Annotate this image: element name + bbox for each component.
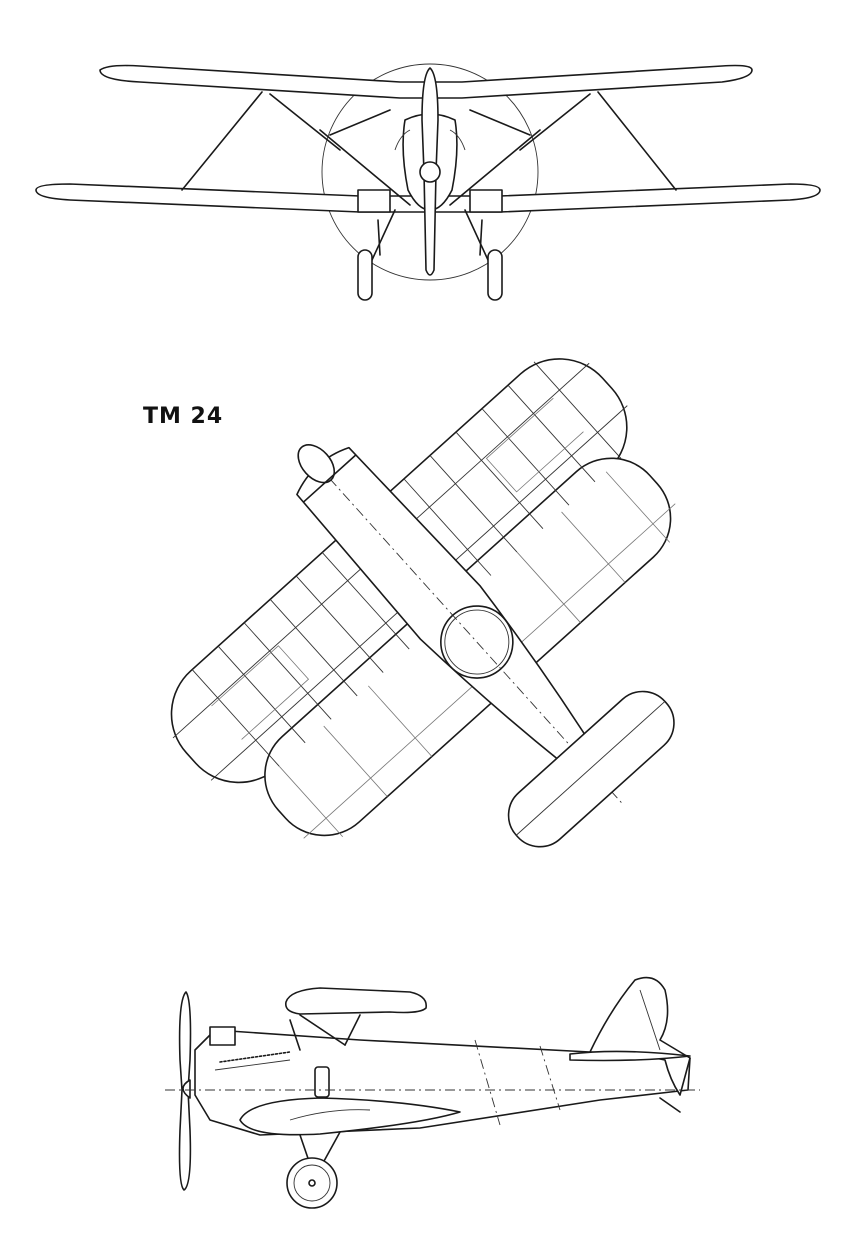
aircraft-designation-label: TM 24 xyxy=(143,404,224,429)
left-radiator xyxy=(357,189,391,213)
spinner-top xyxy=(297,444,336,484)
spinner-front xyxy=(419,161,441,183)
propeller-disc xyxy=(321,63,539,281)
spinner-side xyxy=(182,1079,191,1099)
upper-wing-side xyxy=(284,987,427,1015)
left-wheel-front xyxy=(357,249,373,301)
tailplane-side xyxy=(569,1050,691,1062)
propeller-top xyxy=(302,454,357,503)
right-interplane-strut xyxy=(597,91,677,191)
lower-wing-side xyxy=(239,1097,461,1136)
front-view xyxy=(35,63,821,301)
exhaust-stubs xyxy=(219,1051,291,1063)
right-wheel-front xyxy=(487,249,503,301)
left-interplane-strut xyxy=(181,91,263,191)
top-view xyxy=(170,358,676,848)
upper-wing-front xyxy=(99,64,753,99)
access-panel xyxy=(314,1066,330,1098)
right-radiator xyxy=(469,189,503,213)
tail-skid xyxy=(659,1097,681,1113)
fin-rudder xyxy=(589,976,691,1096)
side-view xyxy=(165,976,700,1209)
